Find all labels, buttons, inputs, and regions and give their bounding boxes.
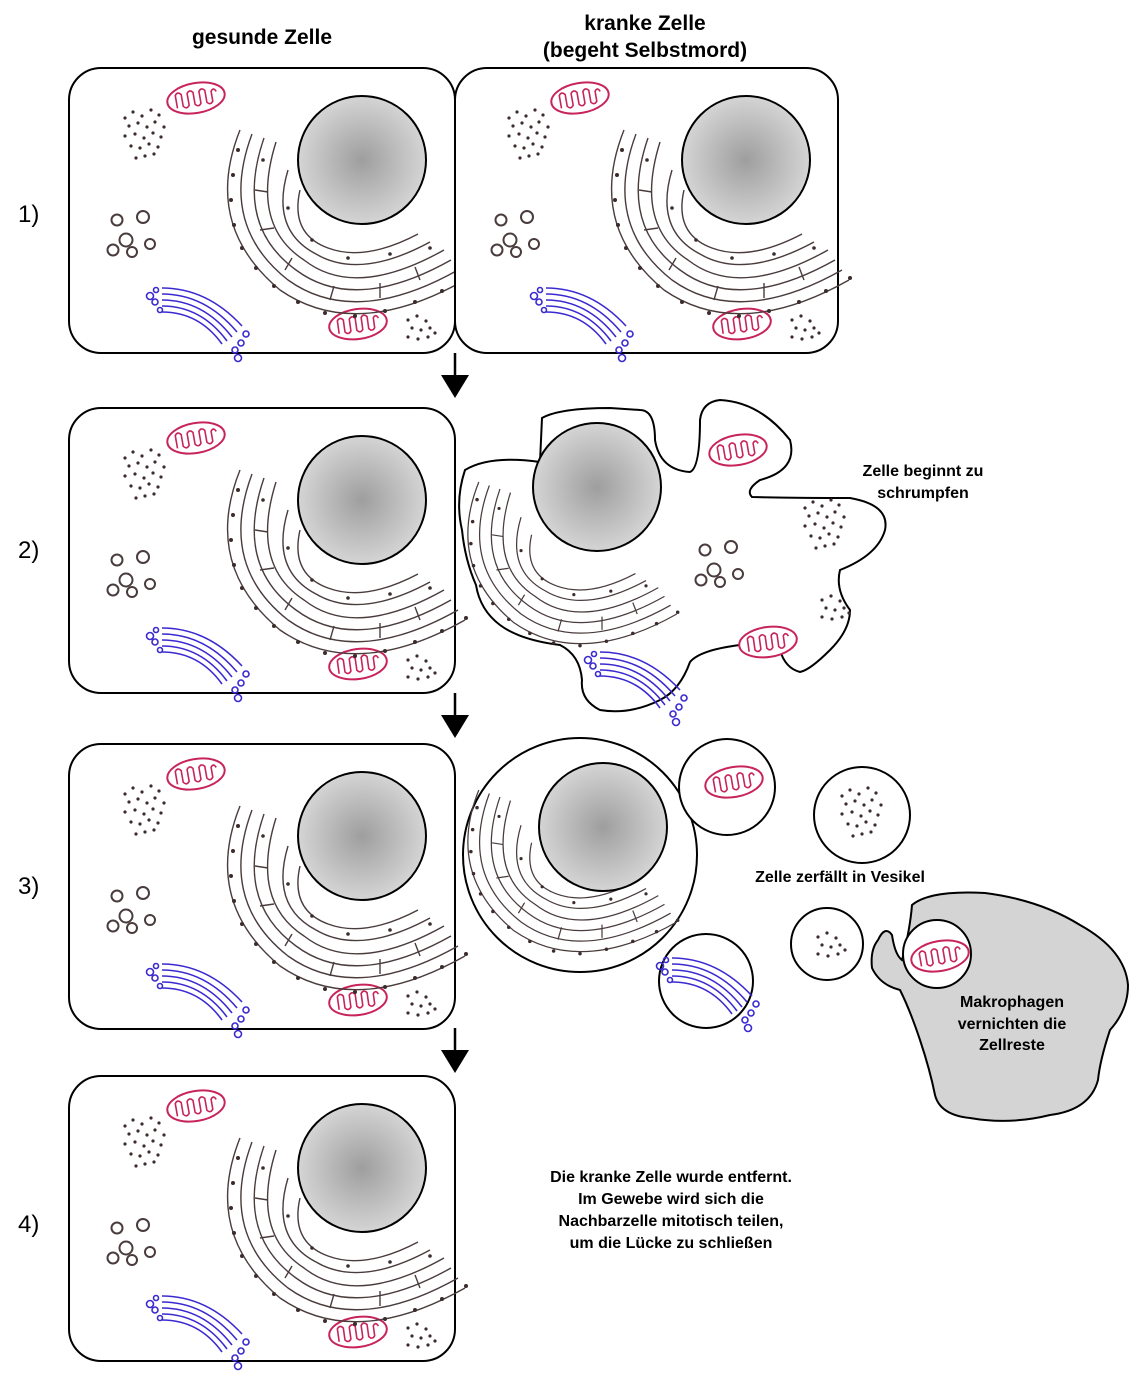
vesicle-mitochondrion [678, 738, 776, 836]
annotation-shrink-2: schrumpfen [877, 485, 969, 502]
step-label-2: 2) [18, 537, 39, 564]
arrow-down-icon [441, 693, 469, 738]
header-healthy-cell: gesunde Zelle [192, 26, 332, 49]
vesicle-golgi [655, 933, 760, 1033]
vesicle-ribosomes [813, 766, 911, 864]
arrow-down-icon [441, 1028, 469, 1073]
step-label-1: 1) [18, 201, 39, 228]
macrophage [870, 891, 1130, 1122]
apoptotic-body-large [462, 737, 698, 973]
sick-cell-step-1 [454, 67, 852, 362]
vesicle-small [790, 907, 864, 981]
annotation-final-3: Nachbarzelle mitotisch teilen, [559, 1213, 784, 1230]
annotation-shrink: Zelle beginnt zu [863, 463, 984, 480]
healthy-cell-step-2 [68, 407, 468, 702]
annotation-final-2: Im Gewebe wird sich die [578, 1191, 764, 1208]
annotation-final-4: um die Lücke zu schließen [570, 1235, 773, 1252]
arrow-down-icon [441, 353, 469, 398]
annotation-macrophage-2: vernichten die [958, 1016, 1067, 1033]
header-sick-cell: kranke Zelle [584, 12, 705, 35]
step-label-3: 3) [18, 873, 39, 900]
step-label-4: 4) [18, 1211, 39, 1238]
annotation-final: Die kranke Zelle wurde entfernt. [550, 1169, 792, 1186]
annotation-macrophage: Makrophagen [960, 994, 1064, 1011]
shrinking-cell [458, 398, 887, 727]
annotation-macrophage-3: Zellreste [979, 1037, 1045, 1054]
healthy-cell-step-1 [68, 67, 468, 362]
healthy-cell-step-3 [68, 743, 468, 1038]
healthy-cell-step-4 [68, 1075, 468, 1370]
annotation-vesicle: Zelle zerfällt in Vesikel [755, 869, 925, 886]
header-sick-cell-subtitle: (begeht Selbstmord) [543, 39, 747, 62]
